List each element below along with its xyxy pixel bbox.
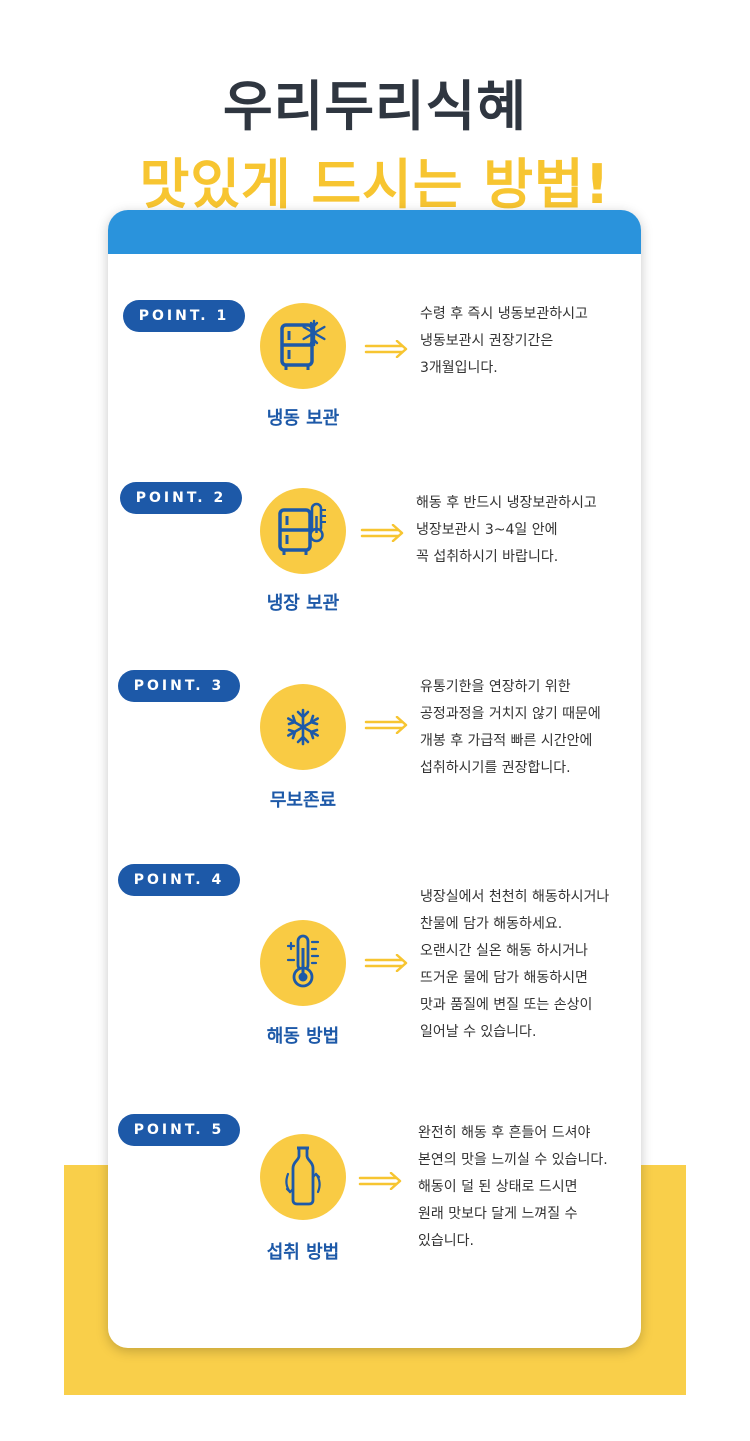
bottle-shake-icon [260,1134,346,1220]
description-line: 꼭 섭취하시기 바랍니다. [416,549,559,565]
point-description: 유통기한을 연장하기 위한 공정과정을 거치지 않기 때문에 개봉 후 가급적 … [420,674,635,782]
point-description: 해동 후 반드시 냉장보관하시고 냉장보관시 3~4일 안에 꼭 섭취하시기 바… [416,490,631,571]
title-line-1: 우리두리식혜 [222,75,528,138]
description-line: 3개월입니다. [420,360,498,376]
description-line: 완전히 해동 후 흔들어 드셔야 [418,1125,591,1141]
point-label: 냉동 보관 [266,408,340,429]
description-line: 냉장보관시 3~4일 안에 [416,522,558,538]
description-line: 공정과정을 거치지 않기 때문에 [420,706,601,722]
description-line: 수령 후 즉시 냉동보관하시고 [420,306,588,322]
point-description: 완전히 해동 후 흔들어 드셔야 본연의 맛을 느끼실 수 있습니다. 해동이 … [418,1120,633,1255]
arrow-right-icon [364,340,408,358]
freezer-icon [260,303,346,389]
point-section-3: POINT. 3 무보존료 [108,670,641,850]
thermometer-icon [260,920,346,1006]
description-line: 원래 맛보다 달게 느껴질 수 [418,1206,578,1222]
arrow-right-icon [358,1172,402,1190]
instructions-card: POINT. 1 냉동 보관 [108,210,641,1348]
card-header-bar [108,210,641,254]
description-line: 개봉 후 가급적 빠른 시간안에 [420,733,593,749]
description-line: 유통기한을 연장하기 위한 [420,679,571,695]
point-badge: POINT. 3 [118,670,240,702]
arrow-right-icon [360,524,404,542]
point-badge: POINT. 2 [120,482,242,514]
point-label: 냉장 보관 [266,593,340,614]
description-line: 일어날 수 있습니다. [420,1024,537,1040]
point-section-2: POINT. 2 냉장 보관 [108,482,641,662]
point-badge: POINT. 4 [118,864,240,896]
arrow-right-icon [364,954,408,972]
point-section-4: POINT. 4 해동 방법 [108,864,641,1064]
description-line: 해동 후 반드시 냉장보관하시고 [416,495,597,511]
description-line: 본연의 맛을 느끼실 수 있습니다. [418,1152,608,1168]
description-line: 뜨거운 물에 담가 해동하시면 [420,970,588,986]
description-line: 섭취하시기를 권장합니다. [420,760,571,776]
arrow-right-icon [364,716,408,734]
point-section-5: POINT. 5 섭취 방법 완전히 해동 후 흔들어 드셔 [108,1114,641,1294]
description-line: 냉장실에서 천천히 해동하시거나 [420,889,610,905]
point-badge: POINT. 5 [118,1114,240,1146]
point-description: 수령 후 즉시 냉동보관하시고 냉동보관시 권장기간은 3개월입니다. [420,301,635,382]
description-line: 맛과 품질에 변질 또는 손상이 [420,997,593,1013]
point-section-1: POINT. 1 냉동 보관 [108,296,641,476]
title-line-2: 맛있게 드시는 방법! [139,153,611,216]
description-line: 해동이 덜 된 상태로 드시면 [418,1179,578,1195]
point-description: 냉장실에서 천천히 해동하시거나 찬물에 담가 해동하세요. 오랜시간 실온 해… [420,884,635,1046]
description-line: 오랜시간 실온 해동 하시거나 [420,943,588,959]
description-line: 있습니다. [418,1233,474,1249]
point-label: 해동 방법 [266,1026,340,1047]
point-label: 섭취 방법 [266,1242,340,1263]
snowflake-icon [260,684,346,770]
description-line: 냉동보관시 권장기간은 [420,333,554,349]
point-label: 무보존료 [269,790,337,811]
description-line: 찬물에 담가 해동하세요. [420,916,563,932]
refrigerator-icon [260,488,346,574]
point-badge: POINT. 1 [123,300,245,332]
